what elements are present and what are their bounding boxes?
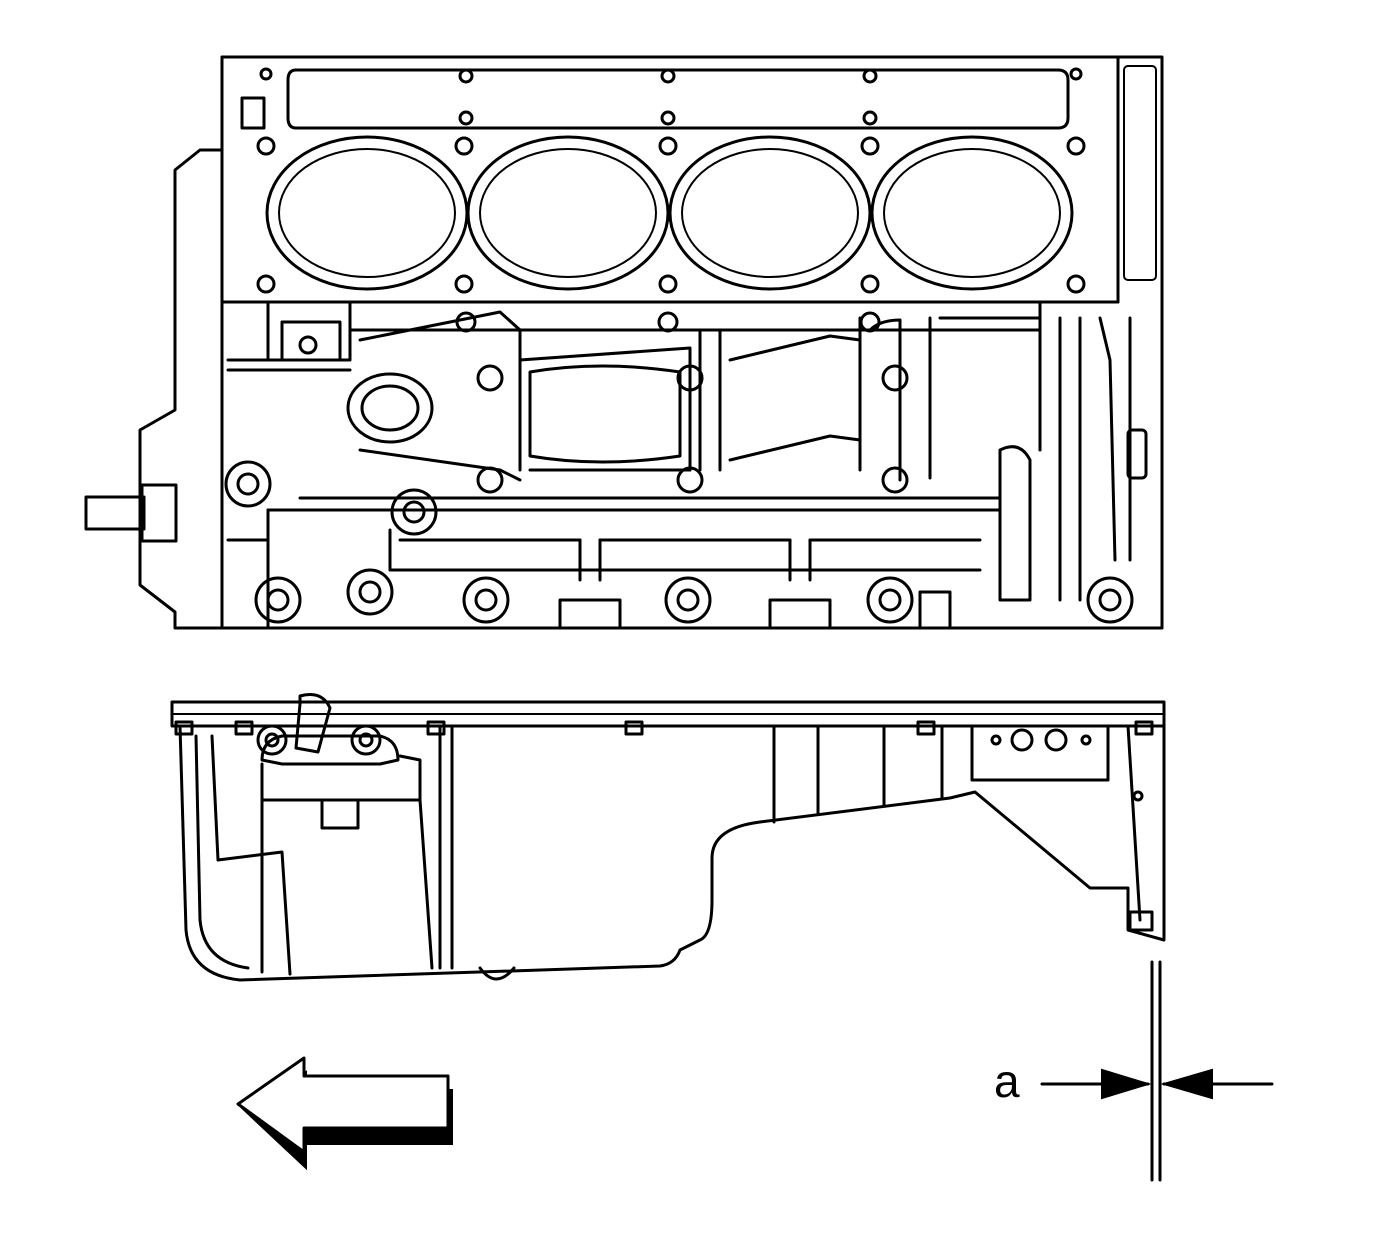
head-bolt-holes: [240, 67, 1086, 294]
crankshaft-snout: [84, 483, 178, 543]
pan-bolt-holes: [224, 311, 1134, 624]
alignment-dimension: [1040, 960, 1274, 1182]
front-direction-arrow: [236, 1056, 453, 1171]
cylinder-bores: [265, 135, 1074, 291]
rear-bracket: [970, 724, 1154, 932]
oil-filter-adapter: [256, 693, 516, 981]
crankcase-ribs: [226, 300, 1148, 630]
dimension-label-a: a: [994, 1055, 1020, 1107]
oil-pan-flange-bolts: [174, 720, 1154, 736]
oil-filter-boss: [346, 372, 434, 444]
oil-pan: [170, 693, 1166, 982]
engine-block: [84, 55, 1164, 630]
